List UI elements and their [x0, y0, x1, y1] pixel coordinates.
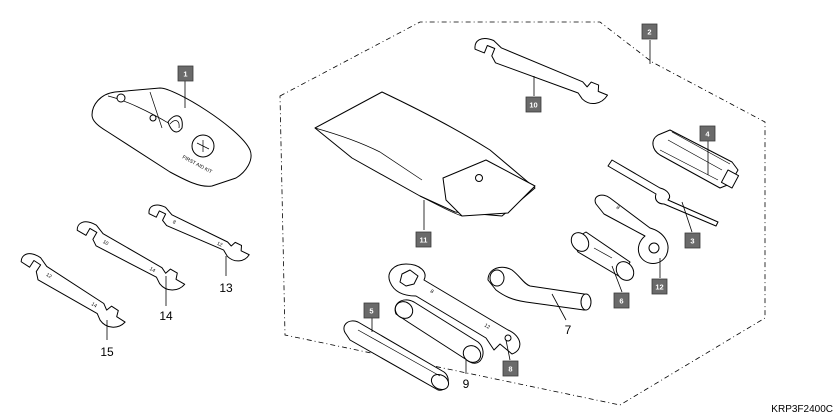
callout-5-label: 5 [369, 307, 373, 316]
l-box-wrench-part [487, 266, 592, 311]
callout-15: 15 [100, 345, 114, 359]
callout-1-label: 1 [183, 70, 187, 79]
callout-6: 6 [613, 292, 630, 309]
callout-8: 8 [502, 360, 519, 377]
wrench-10-part [474, 38, 609, 104]
callout-12: 12 [651, 278, 668, 295]
callout-7-label: 7 [565, 323, 572, 337]
callout-15-label: 15 [100, 345, 114, 359]
grip-part [343, 320, 450, 391]
callout-13: 13 [219, 281, 233, 295]
wrench-13-mark-a: 8 [172, 219, 177, 226]
callout-11-label: 11 [420, 236, 428, 245]
wrench-14-mark-b: 14 [148, 266, 156, 274]
tool-kit-boundary [279, 21, 766, 406]
callout-9-label: 9 [463, 377, 470, 391]
offset-spanner-mark: 8 [615, 205, 621, 212]
callout-3-label: 3 [690, 237, 694, 246]
callout-10: 10 [525, 96, 542, 113]
first-aid-kit-part: FIRST AID KIT [91, 87, 252, 187]
wrench-15-mark-a: 12 [45, 272, 53, 280]
wrench-14-part: 10 14 [76, 221, 186, 291]
spanner-wrench-part: 8 12 [388, 263, 521, 355]
wrench-14-mark-a: 10 [102, 239, 110, 247]
spanner-mark-a: 8 [429, 289, 435, 296]
callout-12-label: 12 [655, 283, 663, 292]
pipe-part [394, 299, 484, 364]
wrench-15-part: 12 14 [20, 253, 126, 328]
callout-14-label: 14 [159, 309, 173, 323]
callout-9: 9 [463, 377, 470, 391]
callout-6-label: 6 [619, 297, 623, 306]
tool-bag-part [314, 91, 536, 217]
callout-14: 14 [159, 309, 173, 323]
spanner-mark-b: 12 [483, 323, 491, 331]
wrench-15-mark-b: 14 [90, 301, 98, 309]
callout-4-label: 4 [705, 130, 710, 139]
callout-11: 11 [415, 231, 432, 248]
offset-spanner-part: 8 [594, 194, 669, 264]
callout-5: 5 [363, 302, 380, 319]
socket-tool-part [570, 231, 635, 281]
callout-1: 1 [177, 65, 194, 82]
callout-2-label: 2 [647, 28, 651, 37]
callout-13-label: 13 [219, 281, 233, 295]
callout-7: 7 [565, 323, 572, 337]
callout-3: 3 [684, 232, 701, 249]
diagram-code: KRP3F2400C [771, 404, 833, 415]
callout-2: 2 [641, 23, 658, 40]
screwdriver-blade-part [607, 159, 719, 227]
wrench-13-mark-b: 12 [216, 241, 224, 249]
screwdriver-handle-part [652, 129, 740, 189]
callout-8-label: 8 [508, 365, 512, 374]
wrench-13-part: 8 12 [148, 204, 250, 262]
callout-4: 4 [699, 125, 716, 142]
callout-10-label: 10 [529, 101, 537, 110]
leader-lines [106, 40, 709, 374]
